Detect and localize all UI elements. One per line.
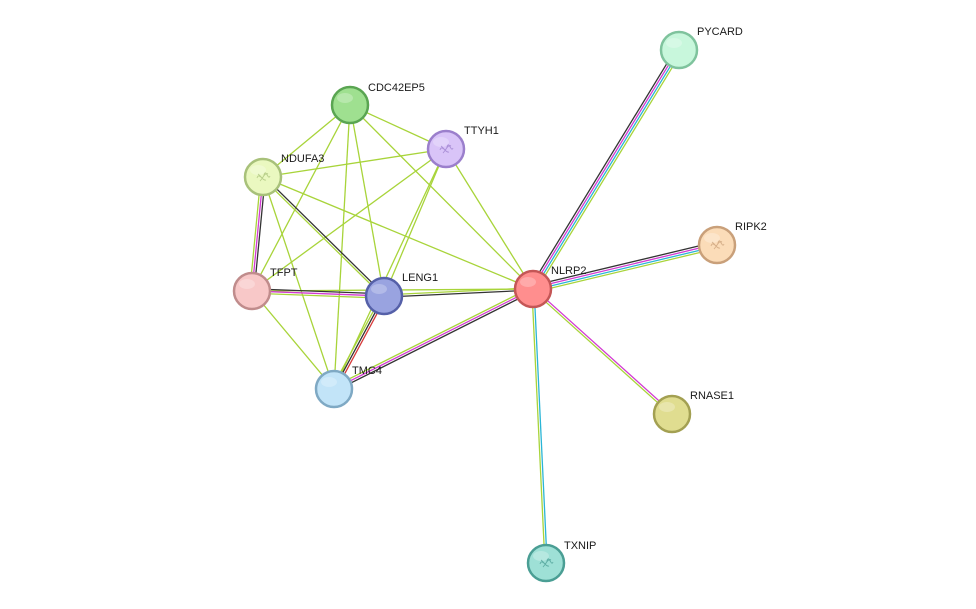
edge-evidence-line	[533, 287, 674, 414]
edge-evidence-line	[349, 104, 534, 290]
edge-evidence-line	[531, 289, 672, 416]
node-label: TFPT	[270, 267, 298, 279]
node-pycard[interactable]: PYCARD	[659, 26, 743, 70]
node-circle[interactable]	[513, 269, 553, 309]
edge-nlrp2-tmc4[interactable]	[332, 286, 535, 392]
edge-nlrp2-ripk2[interactable]	[532, 241, 718, 293]
edge-cdc42ep5-leng1[interactable]	[349, 104, 385, 297]
edge-ndufa3-leng1[interactable]	[261, 175, 386, 298]
edge-evidence-line	[263, 175, 386, 296]
protein-structure-icon	[256, 172, 271, 182]
edge-evidence-line	[535, 51, 683, 292]
node-label: NLRP2	[551, 265, 586, 277]
node-circle[interactable]	[314, 369, 354, 409]
edge-nlrp2-ttyh1[interactable]	[445, 148, 534, 290]
node-tmc4[interactable]: TMC4	[314, 365, 382, 409]
edge-evidence-line	[533, 245, 718, 291]
node-tfpt[interactable]: TFPT	[232, 267, 298, 311]
node-highlight	[433, 137, 449, 147]
node-ripk2[interactable]: RIPK2	[697, 221, 767, 265]
node-circle[interactable]	[330, 85, 370, 125]
node-highlight	[371, 284, 387, 294]
node-label: RIPK2	[735, 221, 767, 233]
edge-evidence-line	[262, 176, 534, 290]
node-highlight	[337, 93, 353, 103]
edge-evidence-line	[533, 50, 681, 290]
edge-cdc42ep5-tmc4[interactable]	[333, 104, 351, 390]
edge-evidence-line	[251, 104, 351, 292]
node-circle[interactable]	[652, 394, 692, 434]
edge-evidence-line	[384, 289, 534, 298]
node-cdc42ep5[interactable]: CDC42EP5	[330, 82, 425, 125]
edge-evidence-line	[529, 47, 677, 288]
node-label: LENG1	[402, 272, 438, 284]
edge-tfpt-tmc4[interactable]	[251, 290, 335, 390]
edge-evidence-line	[332, 286, 533, 388]
edge-evidence-line	[531, 49, 679, 289]
edge-evidence-line	[261, 177, 384, 298]
node-highlight	[659, 402, 675, 412]
edge-evidence-line	[532, 241, 717, 287]
node-highlight	[666, 38, 682, 48]
edge-ndufa3-tmc4[interactable]	[262, 176, 335, 390]
edge-evidence-line	[262, 176, 335, 390]
node-label: NDUFA3	[281, 153, 324, 165]
edge-evidence-line	[251, 292, 384, 299]
node-label: TTYH1	[464, 125, 499, 137]
node-label: RNASE1	[690, 390, 734, 402]
node-label: PYCARD	[697, 26, 743, 38]
edge-evidence-line	[333, 104, 351, 390]
node-leng1[interactable]: LENG1	[364, 272, 438, 316]
edge-evidence-line	[533, 247, 718, 293]
edge-evidence-line	[251, 148, 447, 292]
edge-ttyh1-tfpt[interactable]	[251, 148, 447, 292]
edge-nlrp2-rnase1[interactable]	[531, 287, 674, 416]
node-txnip[interactable]: TXNIP	[526, 540, 596, 583]
edge-ttyh1-ndufa3[interactable]	[262, 148, 447, 178]
node-highlight	[704, 233, 720, 243]
node-highlight	[250, 165, 266, 175]
edge-evidence-line	[349, 104, 385, 297]
edge-evidence-line	[251, 290, 385, 297]
node-circle[interactable]	[364, 276, 404, 316]
node-circle[interactable]	[232, 271, 272, 311]
protein-structure-icon	[710, 240, 725, 250]
edge-evidence-line	[533, 288, 548, 563]
edge-evidence-line	[532, 243, 717, 289]
edge-evidence-line	[383, 148, 447, 297]
edge-evidence-line	[445, 148, 534, 290]
protein-structure-icon	[439, 144, 454, 154]
edge-cdc42ep5-tfpt[interactable]	[251, 104, 351, 292]
edge-evidence-line	[251, 290, 335, 390]
edge-nlrp2-ndufa3[interactable]	[262, 176, 534, 290]
node-ndufa3[interactable]: NDUFA3	[243, 153, 324, 197]
node-highlight	[520, 277, 536, 287]
node-circle[interactable]	[659, 30, 699, 70]
node-highlight	[321, 377, 337, 387]
node-label: CDC42EP5	[368, 82, 425, 94]
edge-evidence-line	[252, 288, 385, 295]
edge-evidence-line	[531, 289, 546, 564]
node-highlight	[533, 551, 549, 561]
edge-tfpt-leng1[interactable]	[251, 288, 385, 299]
edge-evidence-line	[334, 290, 535, 392]
node-ttyh1[interactable]: TTYH1	[426, 125, 499, 169]
edge-nlrp2-pycard[interactable]	[529, 47, 683, 292]
edge-evidence-line	[333, 288, 534, 390]
node-label: TXNIP	[564, 540, 596, 552]
node-highlight	[239, 279, 255, 289]
edge-nlrp2-txnip[interactable]	[531, 288, 548, 564]
edge-evidence-line	[262, 148, 447, 178]
node-rnase1[interactable]: RNASE1	[652, 390, 734, 434]
protein-structure-icon	[539, 558, 554, 568]
edge-ttyh1-leng1[interactable]	[383, 148, 447, 297]
node-nlrp2[interactable]: NLRP2	[513, 265, 586, 309]
edge-nlrp2-cdc42ep5[interactable]	[349, 104, 534, 290]
node-label: TMC4	[352, 365, 382, 377]
